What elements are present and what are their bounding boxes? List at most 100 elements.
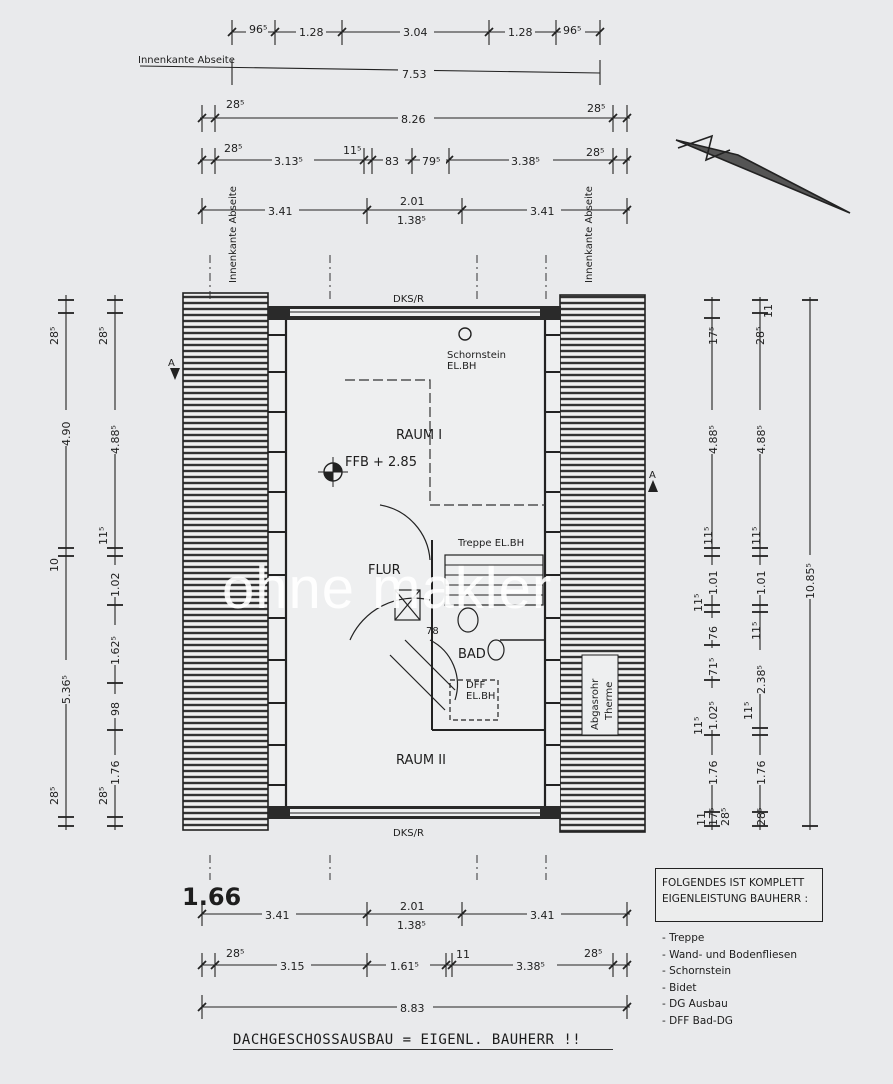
eigenleistung-list: - Treppe - Wand- und Bodenfliesen - Scho… [662, 930, 852, 1030]
level-marker-icon [318, 457, 348, 487]
right-roof-slope [559, 294, 646, 833]
note-box-line-1: FOLGENDES IST KOMPLETT [662, 877, 805, 889]
dim-label: 3.04 [403, 26, 428, 39]
spiral-stair [349, 504, 459, 711]
drawing-title: DACHGESCHOSSAUSBAU = EIGENL. BAUHERR !! [233, 1032, 613, 1050]
therme-box [581, 654, 619, 736]
dim-label: 3.38⁵ [516, 960, 545, 973]
dim-label: 7.53 [402, 68, 427, 81]
left-dimension-chains [58, 295, 123, 830]
dim-label: 8.83 [400, 1002, 425, 1015]
dim-label: 11 [762, 304, 775, 318]
dim-label: 5.36⁵ [60, 675, 73, 704]
dim-label: 3.13⁵ [274, 155, 303, 168]
ffb-level-label: FFB + 2.85 [345, 455, 417, 470]
interior-floor [270, 308, 560, 818]
dim-label: 3.41 [530, 909, 555, 922]
north-arrow-icon [675, 134, 851, 214]
treppe-label: Treppe EL.BH [457, 538, 524, 549]
innenkante-right-label: Innenkante Abseite [584, 186, 595, 283]
dim-label: 3.15 [280, 960, 305, 973]
right-dimension-chains [704, 297, 818, 830]
dim-label: 28⁵ [755, 808, 768, 826]
dim-label: 11⁵ [343, 144, 361, 157]
schornstein-sub-label: EL.BH [447, 361, 476, 372]
right-dimension-labels: 11 17⁵ 4.88⁵ 11⁵ 1.01 11⁵ 76 71⁵ 1.02⁵ 1… [692, 304, 817, 826]
dff-label: DFF [466, 680, 485, 691]
toilet-icon [457, 607, 479, 633]
dim-label: 1.62⁵ [109, 636, 122, 665]
dim-label: 2.01 [400, 900, 425, 913]
dim-label: 76 [707, 626, 720, 640]
dim-label: 28⁵ [719, 808, 732, 826]
dim-label: 71⁵ [707, 658, 720, 676]
dim-label: 1.38⁵ [397, 919, 426, 932]
dim-label: 11⁵ [750, 527, 763, 545]
dim-label: 28⁵ [48, 787, 61, 805]
dim-label: 11⁵ [97, 527, 110, 545]
dim-label: 3.41 [268, 205, 293, 218]
dim-label: 4.88⁵ [755, 425, 768, 454]
top-dimension-labels: 96⁵ 1.28 3.04 1.28 96⁵ Innenkante Abseit… [138, 22, 605, 227]
dim-label: 1.76 [755, 761, 768, 786]
plan-body [170, 255, 658, 880]
dim-label: 3.41 [265, 909, 290, 922]
dim-label: 1.76 [109, 761, 122, 786]
dim-label: 28⁵ [754, 327, 767, 345]
dim-label: 28⁵ [97, 327, 110, 345]
room-2-label: RAUM II [396, 753, 446, 768]
dim-label: 28⁵ [587, 102, 605, 115]
dim-label: 28⁵ [224, 142, 242, 155]
top-dimension-chains [139, 20, 632, 224]
dim-label: 4.88⁵ [109, 425, 122, 454]
dim-label: 1.01 [707, 571, 720, 596]
section-mark-left: A [168, 358, 175, 369]
dim-label: 28⁵ [584, 947, 602, 960]
section-mark-right: A [649, 470, 656, 481]
dim-label: 2.38⁵ [755, 665, 768, 694]
dim-label: 28⁵ [586, 146, 604, 159]
dim-label: 3.38⁵ [511, 155, 540, 168]
bad-label: BAD [458, 647, 486, 662]
dim-label: 11 [456, 948, 470, 961]
dim-label: 28⁵ [48, 327, 61, 345]
dim-label: 28⁵ [97, 787, 110, 805]
list-item: - Wand- und Bodenfliesen [662, 948, 798, 961]
dim-label: 11⁵ [692, 717, 705, 735]
list-item: - Bidet [662, 981, 697, 994]
dim-label: 1.01 [755, 571, 768, 596]
room-1-label: RAUM I [396, 428, 442, 443]
innenkante-left-label: Innenkante Abseite [228, 186, 239, 283]
dim-label: 79⁵ [422, 155, 440, 168]
bidet-icon [487, 639, 505, 661]
dim-label: 1.28 [299, 26, 324, 39]
dim-label: 2.01 [400, 195, 425, 208]
dim-label: 28⁵ [226, 947, 244, 960]
bottom-dimension-chains [197, 902, 632, 1019]
chimney-icon [458, 327, 472, 341]
dim-label: 17⁵ [707, 327, 720, 345]
dim-label: 96⁵ [563, 24, 581, 37]
dim-label: 11⁵ [702, 527, 715, 545]
dim-label: 1.02 [109, 573, 122, 598]
dim-label: 98 [109, 702, 122, 716]
list-item: - DG Ausbau [662, 998, 728, 1011]
dim-label: 96⁵ [249, 23, 267, 36]
dim-label: 1.38⁵ [397, 214, 426, 227]
dim-label: 4.90 [60, 422, 73, 447]
dim-label: 10 [48, 558, 61, 572]
dff-sub-label: EL.BH [466, 691, 495, 702]
dim-label: 11⁵ [742, 702, 755, 720]
dim-label: 8.26 [401, 113, 426, 126]
dff-window [449, 679, 499, 721]
dim-label: 11⁵ [750, 622, 763, 640]
note-box-line-2: EIGENLEISTUNG BAUHERR : [662, 893, 809, 905]
dim-label: 17⁵ [707, 808, 720, 826]
dim-label: 83 [385, 155, 399, 168]
dim-label: 28⁵ [226, 98, 244, 111]
dim-label: 4.88⁵ [707, 425, 720, 454]
list-item: - Treppe [662, 932, 705, 944]
roof-window-top-label: DKS/R [393, 294, 424, 305]
